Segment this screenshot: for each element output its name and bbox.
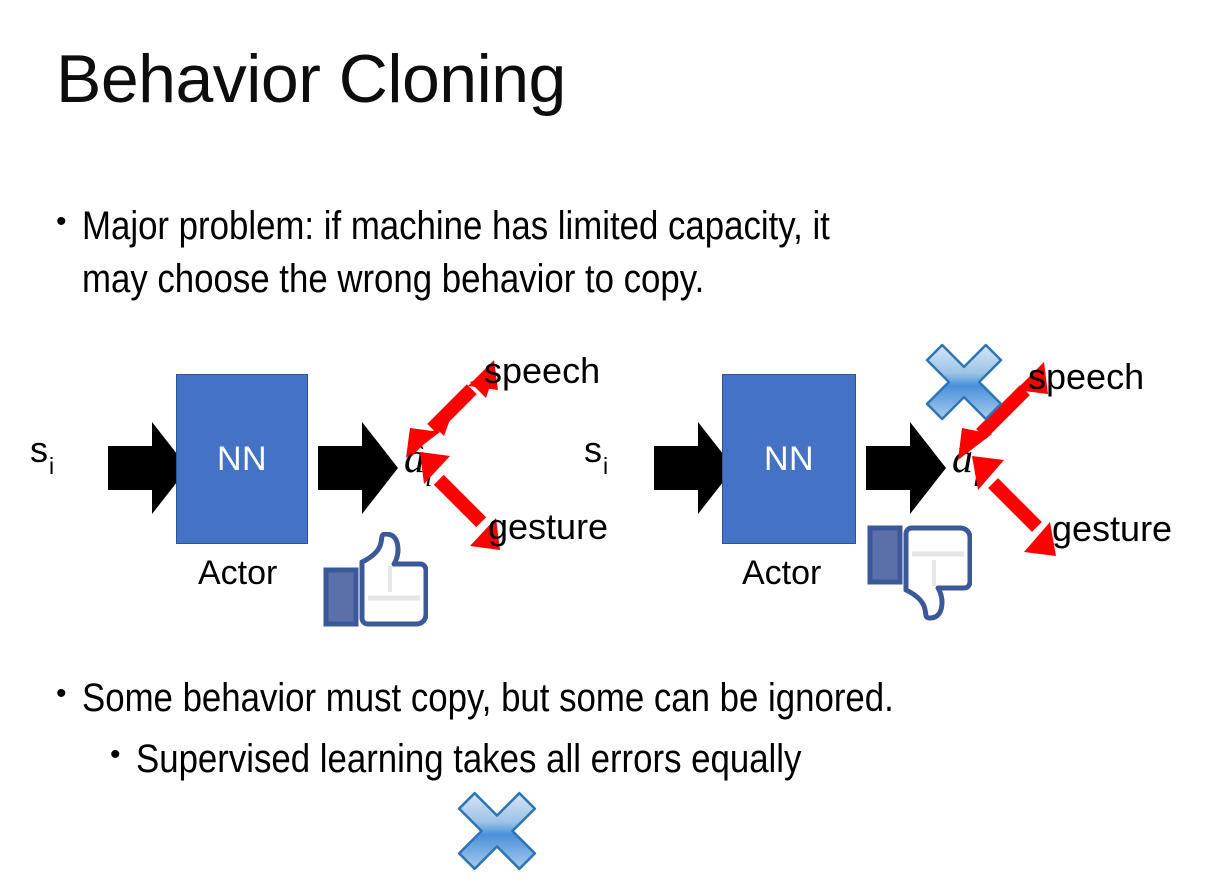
speech-arrow-right xyxy=(958,362,1048,460)
bullet-marker-icon: • xyxy=(56,205,67,238)
bullet-some-behavior-text: Some behavior must copy, but some can be… xyxy=(82,676,894,720)
cross-out-gesture-icon-left xyxy=(457,791,537,871)
input-arrow-left xyxy=(108,422,188,514)
bullet-marker-icon: • xyxy=(56,677,67,710)
speech-arrow-left xyxy=(406,360,498,458)
diagram-right: si NN Actor âi xyxy=(570,338,1172,638)
bullet-some-behavior: • Some behavior must copy, but some can … xyxy=(56,672,1176,725)
bullet-supervised-learning: • Supervised learning takes all errors e… xyxy=(110,733,1190,786)
output-arrow-right xyxy=(866,422,946,514)
input-state-label-left: si xyxy=(30,429,55,480)
input-state-label-right: si xyxy=(584,429,609,480)
nn-box-right: NN xyxy=(722,374,856,544)
cross-out-speech-icon-right xyxy=(925,343,1003,421)
nn-box-label-right: NN xyxy=(763,439,815,478)
bullet-marker-icon: • xyxy=(110,738,121,771)
nn-box-label-left: NN xyxy=(216,439,268,478)
thumbs-up-icon-left xyxy=(323,532,428,627)
gesture-arrow-left xyxy=(420,452,500,550)
thumbs-down-icon-right xyxy=(867,525,972,621)
input-arrow-right xyxy=(654,422,734,514)
bullet-major-problem-text: Major problem: if machine has limited ca… xyxy=(82,204,830,301)
bullet-supervised-learning-text: Supervised learning takes all errors equ… xyxy=(136,737,802,781)
speech-label-left: speech xyxy=(484,350,601,391)
gesture-label-right: gesture xyxy=(1052,508,1173,549)
nn-box-left: NN xyxy=(176,374,308,544)
bullet-major-problem: • Major problem: if machine has limited … xyxy=(56,200,1156,306)
output-arrow-left xyxy=(318,422,398,514)
gesture-arrow-right xyxy=(972,456,1056,556)
actor-caption-right: Actor xyxy=(742,554,822,592)
speech-label-right: speech xyxy=(1028,356,1145,397)
page-title: Behavior Cloning xyxy=(56,41,566,117)
diagram-left: si NN Actor âi speech xyxy=(22,338,608,871)
actor-caption-left: Actor xyxy=(198,554,278,592)
gesture-label-left: gesture xyxy=(488,506,609,547)
